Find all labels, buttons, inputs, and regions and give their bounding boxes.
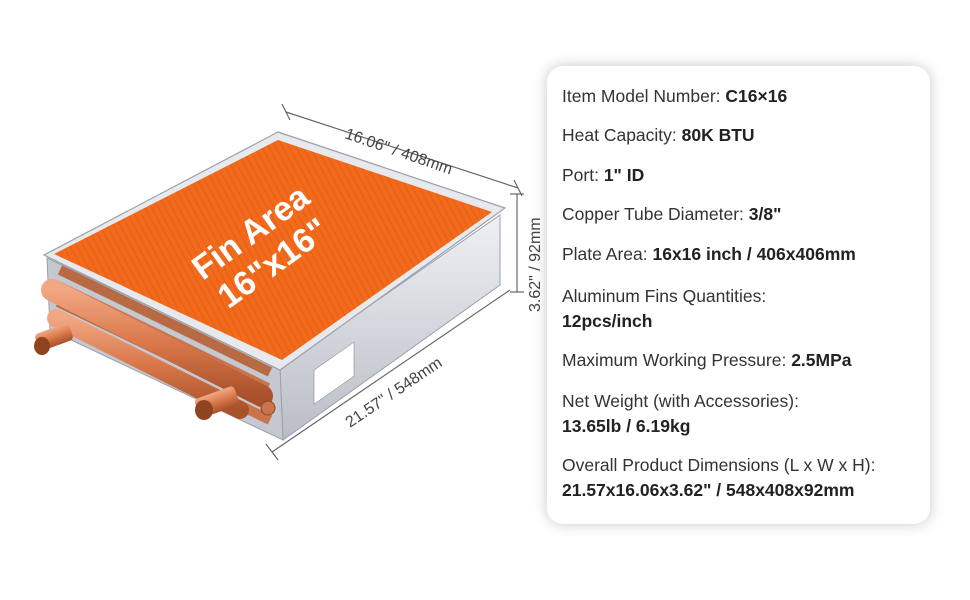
label-plate bbox=[313, 341, 355, 405]
spec-net-weight: Net Weight (with Accessories):13.65lb / … bbox=[562, 391, 799, 436]
spec-working-pressure: Maximum Working Pressure: 2.5MPa bbox=[562, 350, 852, 370]
dimension-lines bbox=[265, 103, 524, 461]
port-stubs bbox=[34, 323, 276, 420]
spec-port: Port: 1" ID bbox=[562, 165, 645, 185]
fin-area-surface bbox=[54, 140, 492, 360]
heat-exchanger-illustration: Fin Area 16"x16" 16.06" / 408mm 3.62" / … bbox=[34, 103, 540, 461]
dimension-height-label: 3.62" / 92mm bbox=[527, 217, 540, 312]
spec-model-number: Item Model Number: C16×16 bbox=[562, 86, 788, 106]
spec-fin-quantities: Aluminum Fins Quantities:12pcs/inch bbox=[562, 286, 767, 331]
spec-plate-area: Plate Area: 16x16 inch / 406x406mm bbox=[562, 244, 856, 264]
spec-heat-capacity: Heat Capacity: 80K BTU bbox=[562, 125, 755, 145]
spec-card: Item Model Number: C16×16 Heat Capacity:… bbox=[547, 66, 930, 524]
spec-tube-diameter: Copper Tube Diameter: 3/8" bbox=[562, 204, 782, 224]
spec-overall-dimensions: Overall Product Dimensions (L x W x H):2… bbox=[562, 455, 876, 500]
